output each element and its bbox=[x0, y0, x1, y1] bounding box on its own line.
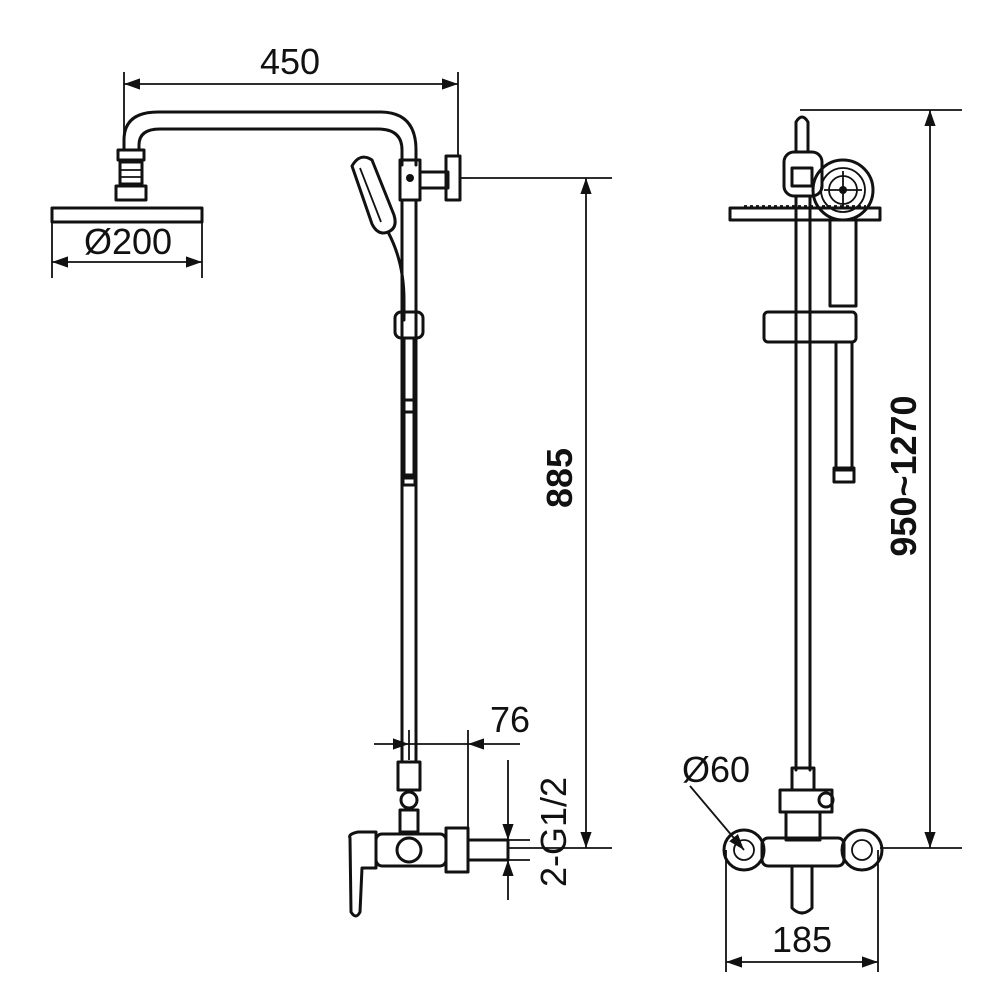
side-view bbox=[50, 110, 510, 918]
dimension-lines bbox=[51, 72, 962, 972]
dim-arm-length: 450 bbox=[260, 41, 320, 82]
dim-outlet-height: 885 bbox=[539, 448, 580, 508]
hand-shower bbox=[350, 155, 397, 235]
shower-arm bbox=[122, 110, 418, 167]
slide-holder bbox=[393, 310, 425, 340]
right-inlet bbox=[840, 828, 884, 872]
front-slide-holder bbox=[762, 310, 858, 344]
dim-inlet-offset: 76 bbox=[490, 699, 530, 740]
front-view bbox=[722, 115, 884, 915]
front-mixer-body bbox=[760, 836, 846, 868]
dim-inlet-thread: 2-G1/2 bbox=[533, 777, 574, 887]
dim-mixer-diameter: Ø60 bbox=[682, 749, 750, 790]
front-riser-pipe bbox=[794, 194, 812, 772]
left-inlet bbox=[722, 828, 766, 872]
shower-head bbox=[50, 206, 204, 224]
front-mixer-handle bbox=[790, 864, 814, 915]
dim-inlet-spacing: 185 bbox=[772, 919, 832, 960]
dim-head-diameter: Ø200 bbox=[84, 221, 172, 262]
mixer-handle bbox=[348, 830, 378, 918]
dim-adjustable-height: 950~1270 bbox=[883, 395, 924, 556]
